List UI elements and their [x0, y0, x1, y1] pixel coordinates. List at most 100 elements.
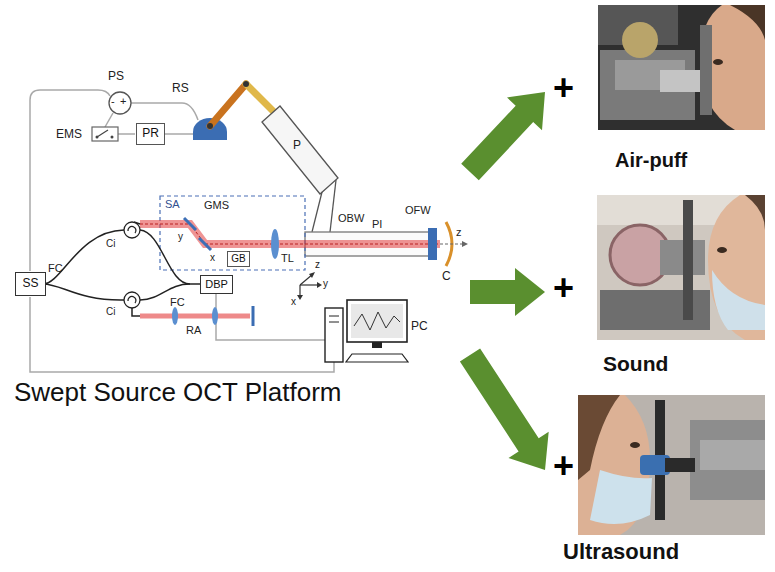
reference-arm — [172, 307, 178, 325]
photo-ultrasound — [690, 420, 765, 500]
computer — [325, 308, 343, 362]
sample-arm-box — [160, 196, 305, 270]
rotation-stage — [243, 81, 249, 87]
photo-sound — [683, 200, 693, 320]
part-label: P — [293, 139, 301, 153]
computer — [329, 322, 339, 323]
switch-box — [111, 136, 114, 139]
block-arrow — [461, 92, 545, 180]
laser-beam — [140, 224, 440, 244]
computer — [347, 300, 407, 342]
block-arrow — [470, 268, 545, 316]
optical-fiber — [140, 230, 190, 284]
part-label: + — [120, 95, 126, 108]
block-arrow — [460, 348, 549, 470]
photo-ultrasound — [700, 440, 765, 470]
photo-sound — [717, 247, 727, 253]
reference-arm — [140, 306, 253, 326]
part-label: C — [442, 270, 451, 284]
node-text: Sound — [603, 352, 668, 376]
part-label: z — [315, 259, 320, 271]
part-label: EMS — [56, 128, 82, 142]
switch-box — [92, 127, 118, 141]
plus-sign: + — [553, 270, 574, 306]
part-label: TL — [281, 252, 294, 265]
computer — [346, 354, 408, 362]
circulator — [124, 292, 140, 308]
part-label: y — [323, 278, 328, 290]
part-label: PC — [411, 320, 428, 334]
photo-sound — [712, 270, 765, 330]
node-text: Air-puff — [615, 149, 687, 172]
part-label: - — [111, 95, 115, 108]
computer — [351, 304, 403, 338]
photo-air-puff — [598, 5, 765, 130]
part-label: FC — [170, 296, 185, 309]
node-text: Swept Source OCT Platform — [14, 378, 342, 408]
galvo-box: GB — [227, 251, 250, 267]
part-label: RA — [186, 324, 201, 337]
part-label: GMS — [204, 199, 229, 212]
circulator — [128, 296, 136, 303]
photo-panel: Ultrasound — [545, 392, 770, 568]
axes — [297, 272, 322, 300]
part-label: OFW — [405, 204, 431, 217]
photo-ultrasound — [590, 470, 652, 524]
circulator — [128, 226, 136, 233]
computer — [354, 312, 400, 330]
laser-beam — [440, 244, 464, 245]
photo-ultrasound — [578, 395, 620, 480]
node-text: Ultrasound — [563, 539, 679, 564]
probe-housing — [312, 192, 322, 232]
photo-ultrasound — [665, 458, 695, 472]
photo-sound — [745, 195, 765, 230]
photo-panel: Sound — [545, 190, 770, 380]
laser-beam — [428, 228, 437, 260]
plus-sign: + — [553, 70, 574, 106]
platform-panel: Swept Source OCT PlatformPRSAGBSSDBP — [8, 60, 470, 410]
switch-box — [96, 136, 99, 139]
rotation-stage — [210, 84, 246, 126]
laser-beam — [184, 218, 196, 230]
laser-beam — [271, 229, 279, 259]
rotation-stage — [246, 84, 276, 114]
computer — [372, 342, 382, 348]
laser-beam — [140, 224, 440, 244]
node-text: PR — [142, 127, 159, 141]
rotation-stage — [193, 81, 279, 140]
cable — [30, 90, 110, 271]
cable — [30, 297, 334, 372]
part-label: PS — [108, 70, 124, 84]
part-label: x — [291, 296, 296, 308]
photo-air-puff — [622, 22, 658, 58]
switch-box — [92, 127, 118, 141]
photo-air-puff — [730, 5, 765, 40]
cable — [165, 133, 193, 135]
axes — [297, 295, 303, 300]
photo-air-puff — [660, 70, 700, 92]
optical-fiber — [43, 222, 200, 316]
photo-sound — [708, 195, 765, 340]
switch-box — [97, 130, 108, 137]
source-box: SS — [15, 272, 46, 296]
part-label: OBW — [338, 212, 364, 225]
sample-arm-box — [160, 196, 305, 270]
part-label: Ci — [106, 306, 115, 318]
cable — [105, 113, 113, 127]
photo-air-puff — [598, 5, 765, 130]
probe-housing — [330, 180, 336, 232]
part-label: RS — [172, 82, 189, 96]
part-label: x — [210, 252, 215, 264]
photo-sound — [597, 195, 765, 340]
photo-panel: Air-puff — [545, 4, 770, 174]
detector-box: DBP — [200, 275, 233, 294]
circulator — [124, 222, 140, 308]
part-label: FC — [48, 262, 63, 275]
computer — [325, 300, 408, 362]
optical-fiber — [43, 284, 124, 300]
power-supply — [109, 92, 131, 114]
part-label: PI — [372, 218, 382, 231]
